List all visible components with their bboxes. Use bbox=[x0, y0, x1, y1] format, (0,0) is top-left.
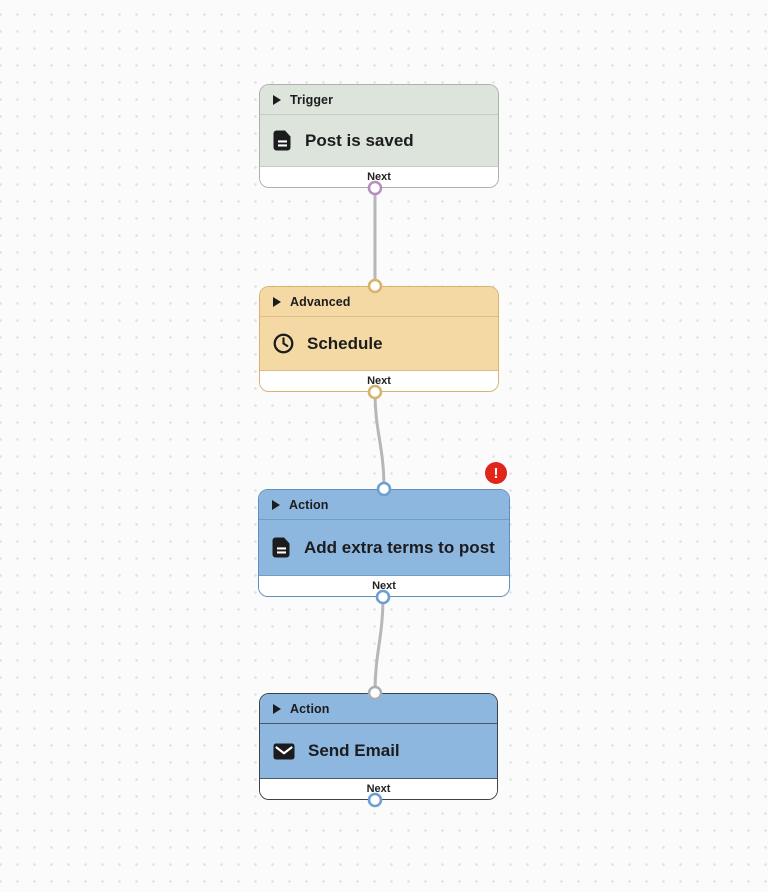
node-category-label: Advanced bbox=[290, 294, 351, 309]
next-label: Next bbox=[367, 375, 391, 387]
next-label: Next bbox=[366, 783, 391, 795]
node-title-label: Schedule bbox=[307, 333, 383, 353]
document-icon bbox=[273, 130, 292, 151]
clock-icon bbox=[273, 333, 294, 354]
node-category-label: Trigger bbox=[290, 92, 334, 107]
edge-schedule-to-add-terms[interactable] bbox=[373, 390, 386, 491]
envelope-icon bbox=[273, 743, 295, 760]
document-icon bbox=[272, 537, 291, 558]
node-title-label: Post is saved bbox=[305, 130, 414, 150]
node-title-label: Add extra terms to post bbox=[304, 537, 495, 557]
node-trigger-post-is-saved[interactable]: Trigger Post is saved Next bbox=[259, 84, 499, 188]
node-next-footer: Next bbox=[260, 371, 498, 391]
node-action-send-email[interactable]: Action Send Email Next bbox=[259, 693, 498, 800]
node-advanced-schedule[interactable]: Advanced Schedule Next bbox=[259, 286, 499, 392]
node-header[interactable]: Trigger bbox=[260, 85, 498, 115]
node-header[interactable]: Action bbox=[260, 694, 497, 724]
node-body[interactable]: Send Email bbox=[260, 724, 497, 779]
node-title-label: Send Email bbox=[308, 741, 400, 760]
disclosure-triangle-icon[interactable] bbox=[273, 296, 281, 307]
node-header[interactable]: Action bbox=[259, 490, 509, 520]
next-label: Next bbox=[367, 171, 391, 183]
disclosure-triangle-icon[interactable] bbox=[273, 94, 281, 105]
error-symbol: ! bbox=[493, 464, 499, 482]
node-body[interactable]: Post is saved bbox=[260, 115, 498, 167]
node-body[interactable]: Schedule bbox=[260, 317, 498, 371]
disclosure-triangle-icon[interactable] bbox=[273, 703, 281, 714]
node-category-label: Action bbox=[290, 701, 330, 716]
node-next-footer: Next bbox=[260, 167, 498, 187]
next-label: Next bbox=[372, 580, 396, 592]
node-next-footer: Next bbox=[260, 779, 497, 799]
node-category-label: Action bbox=[289, 497, 329, 512]
node-next-footer: Next bbox=[259, 576, 509, 596]
node-action-add-extra-terms[interactable]: Action Add extra terms to post Next bbox=[258, 489, 510, 597]
node-body[interactable]: Add extra terms to post bbox=[259, 520, 509, 576]
disclosure-triangle-icon[interactable] bbox=[272, 499, 280, 510]
error-icon[interactable]: ! bbox=[485, 462, 507, 484]
node-header[interactable]: Advanced bbox=[260, 287, 498, 317]
edge-add-terms-to-send-email[interactable] bbox=[373, 595, 385, 695]
